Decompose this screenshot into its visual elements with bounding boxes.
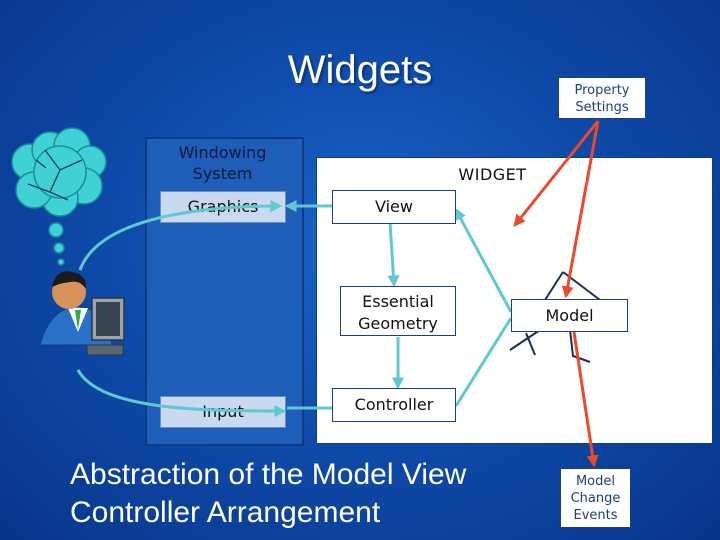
property-line-1: Property xyxy=(574,83,630,98)
caption-line-1: Abstraction of the Model View xyxy=(70,458,467,491)
property-line-2: Settings xyxy=(575,100,629,115)
thought-cloud-icon xyxy=(11,127,107,266)
widget-title: WIDGET xyxy=(458,165,527,184)
slide-caption: Abstraction of the Model View Controller… xyxy=(70,456,550,532)
essential-geometry-box: Essential Geometry xyxy=(340,286,456,336)
slide-title: Widgets xyxy=(287,48,433,92)
events-line-3: Events xyxy=(573,508,618,523)
model-box: Model xyxy=(511,299,628,332)
property-settings-box: Property Settings xyxy=(558,77,646,119)
events-line-1: Model xyxy=(575,474,616,489)
windowing-label-line-1: Windowing xyxy=(178,143,267,162)
essential-line-2: Geometry xyxy=(358,314,438,333)
caption-line-2: Controller Arrangement xyxy=(70,496,381,529)
windowing-system-label: Windowing System xyxy=(145,142,300,184)
model-change-events-box: Model Change Events xyxy=(560,468,631,528)
user-at-computer-icon xyxy=(39,271,125,356)
events-line-2: Change xyxy=(570,491,621,506)
essential-line-1: Essential xyxy=(362,292,434,311)
windowing-system-container xyxy=(145,137,304,446)
controller-box: Controller xyxy=(332,388,456,422)
windowing-label-line-2: System xyxy=(192,164,253,183)
view-box: View xyxy=(332,190,456,224)
